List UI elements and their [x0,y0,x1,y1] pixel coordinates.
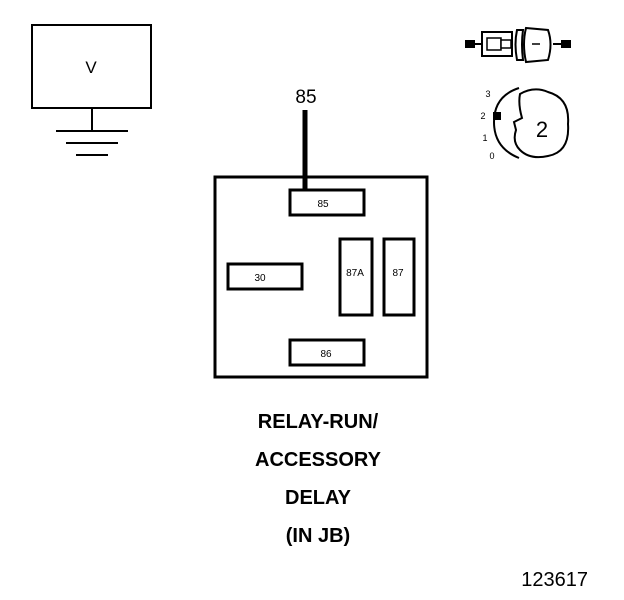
relay-pin-87-label: 87 [392,268,404,279]
ground-icon [56,130,128,156]
relay-pin-86 [288,338,366,367]
ignition-position-1: 1 [482,133,487,143]
relay: 85 30 87A 87 86 [213,175,429,379]
relay-pin-87 [382,237,416,317]
voltmeter-label: V [85,58,97,77]
relay-caption: RELAY-RUN/ ACCESSORY DELAY (IN JB) [255,411,382,547]
ignition-indicator-icon [493,112,501,120]
key-icon [512,88,570,159]
voltmeter-symbol: V [31,24,152,156]
caption-line-1: RELAY-RUN/ [258,411,379,433]
ignition-position-2: 2 [480,111,485,121]
relay-pin-86-label: 86 [320,349,332,360]
relay-pin-30-label: 30 [254,273,266,284]
caption-line-3: DELAY [285,487,352,509]
caption-line-4: (IN JB) [286,525,350,547]
connector-icon [465,26,571,64]
relay-pin-30 [226,262,304,291]
relay-pin-85-label: 85 [317,199,329,210]
relay-pin-85 [288,188,366,217]
ignition-position-0: 0 [489,151,494,161]
ignition-dial [492,87,520,159]
relay-pin-87a-label: 87A [346,268,364,279]
probe-pin-label: 85 [295,87,316,108]
key-number: 2 [536,117,548,142]
figure-number: 123617 [521,569,588,591]
voltmeter-box [31,24,152,109]
relay-pin-87a [338,237,374,317]
caption-line-2: ACCESSORY [255,449,382,471]
relay-outline [213,175,429,379]
ignition-position-3: 3 [485,89,490,99]
ignition-switch-icon: 3 2 1 0 2 [480,87,570,161]
